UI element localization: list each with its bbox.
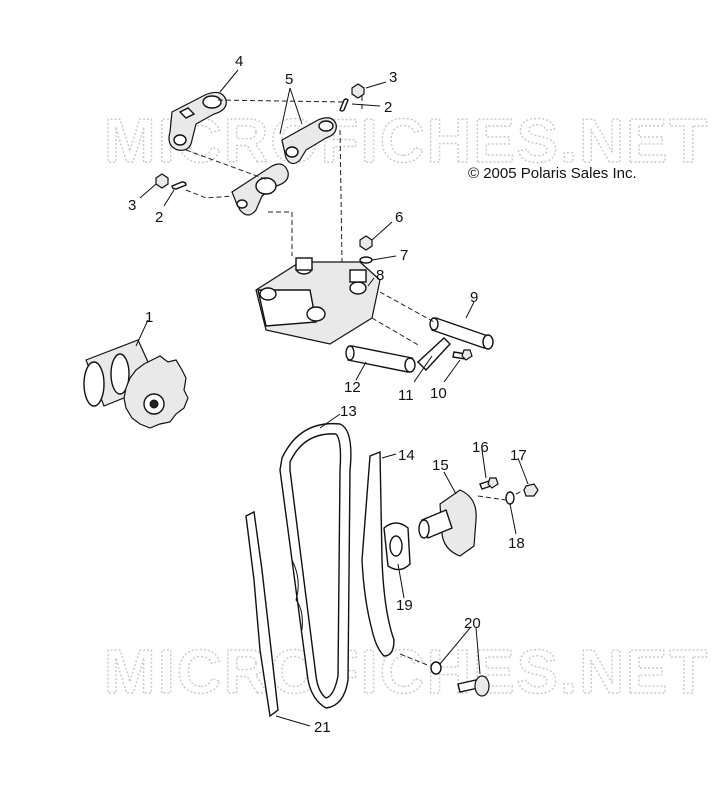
callout-20: 20 (464, 615, 481, 632)
camshaft-1 (83, 339, 189, 429)
washer-20 (430, 661, 442, 675)
callout-3-lower: 3 (128, 197, 136, 214)
washer-7 (359, 256, 373, 264)
nut-3-right (351, 83, 365, 99)
chain-guide-21 (245, 510, 279, 718)
watermark-bottom: MICROFICHES.NET (104, 638, 709, 707)
rocker-arm-5a (281, 117, 337, 165)
callout-13: 13 (340, 403, 357, 420)
callout-2-lower: 2 (155, 209, 163, 226)
callout-16: 16 (472, 439, 489, 456)
callout-15: 15 (432, 457, 449, 474)
callout-11: 11 (398, 387, 414, 404)
callout-21: 21 (314, 719, 331, 736)
copyright-text: © 2005 Polaris Sales Inc. (468, 165, 637, 182)
callout-14: 14 (398, 447, 415, 464)
callout-12: 12 (344, 379, 361, 396)
callout-labels: 4 5 3 2 3 2 6 7 8 9 1 12 11 10 13 14 16 … (128, 53, 527, 736)
leader-lines (135, 69, 529, 727)
callout-2-upper: 2 (384, 99, 392, 116)
callout-6: 6 (395, 209, 403, 226)
callout-5: 5 (285, 71, 293, 88)
callout-1: 1 (145, 309, 153, 326)
callout-10: 10 (430, 385, 447, 402)
callout-9: 9 (470, 289, 478, 306)
cap-17 (523, 483, 539, 497)
bolt-10 (452, 349, 473, 361)
gasket-19 (383, 522, 411, 571)
callout-18: 18 (508, 535, 525, 552)
rocker-support-8 (255, 257, 381, 345)
oring-18 (505, 491, 515, 505)
tensioner-guide-14 (361, 450, 395, 657)
nut-6 (359, 235, 373, 251)
rocker-arm-5b (231, 163, 289, 216)
tensioner-15 (418, 489, 477, 557)
rocker-arm-4 (168, 91, 227, 151)
callout-4: 4 (235, 53, 243, 70)
pin-2-left (171, 181, 187, 190)
plug-20 (457, 675, 490, 697)
callout-8: 8 (376, 267, 384, 284)
shaft-9 (429, 317, 494, 350)
pin-2-right (339, 98, 349, 112)
callout-17: 17 (510, 447, 527, 464)
callout-7: 7 (400, 247, 408, 264)
callout-19: 19 (396, 597, 413, 614)
bolt-16 (479, 477, 499, 490)
shaft-12 (345, 345, 416, 373)
cam-chain-13 (279, 422, 352, 709)
callout-3-upper: 3 (389, 69, 397, 86)
nut-3-left (155, 173, 169, 189)
plate-11 (416, 337, 451, 372)
